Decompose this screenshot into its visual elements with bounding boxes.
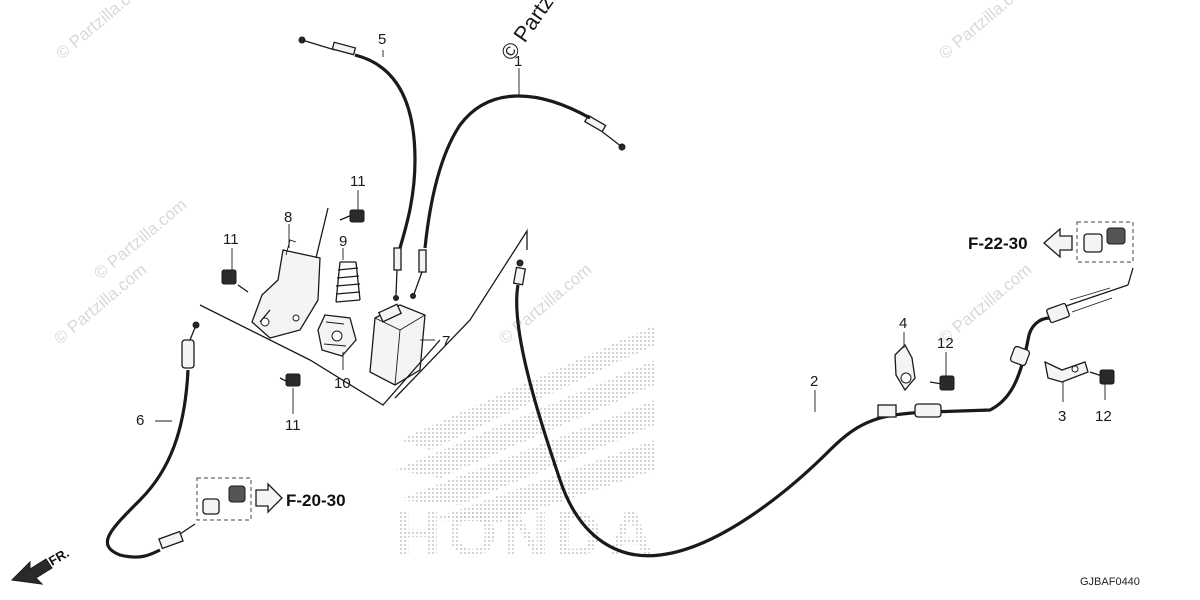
callout-11-top: 11 (350, 173, 366, 190)
assembly-outline (199, 207, 528, 406)
callout-1: 1 (514, 53, 522, 70)
cable-6 (106, 321, 200, 559)
callout-8: 8 (284, 209, 292, 226)
watermark-text: © Partzilla.com (935, 0, 1035, 63)
reference-f-20-30: F-20-30 (196, 477, 346, 521)
reference-label-right: F-22-30 (968, 234, 1028, 253)
reference-label-left: F-20-30 (286, 491, 346, 510)
front-arrow: FR. (10, 545, 72, 585)
honda-wing-logo: HONDA (395, 325, 660, 570)
spring-9 (335, 261, 361, 303)
callout-4: 4 (899, 315, 907, 332)
callout-3: 3 (1058, 408, 1066, 425)
watermark-text: © Partzilla.com (52, 0, 152, 63)
unit-7 (369, 303, 426, 386)
bolt-11-left (221, 269, 249, 293)
cable-2 (512, 259, 1129, 558)
callout-11-left: 11 (223, 231, 239, 248)
callout-10: 10 (334, 375, 351, 392)
bolt-12-right (1089, 369, 1115, 385)
cable-1 (410, 94, 626, 299)
callout-7: 7 (442, 333, 450, 350)
clip-4 (894, 343, 916, 392)
reference-f-22-30: F-22-30 (968, 221, 1134, 286)
bracket-8 (251, 239, 321, 339)
callout-2: 2 (810, 373, 818, 390)
leader-lines (155, 50, 1106, 422)
watermark-text: © Partzilla.com (495, 260, 595, 348)
callout-11-bottom: 11 (285, 417, 301, 434)
callout-9: 9 (339, 233, 347, 250)
bolt-11-bottom (279, 373, 301, 387)
bolt-11-top (339, 209, 365, 223)
lever-10 (317, 314, 357, 357)
diagram-code: GJBAF0440 (1080, 576, 1140, 588)
callouts: 1 2 3 4 5 6 7 8 9 10 11 11 11 12 12 (136, 31, 1112, 434)
bolt-12-left (929, 375, 955, 391)
cable-5 (298, 36, 417, 301)
bracket-3 (1044, 360, 1089, 383)
watermark-prominent: © Partzilla.com (496, 0, 602, 65)
callout-5: 5 (378, 31, 386, 48)
callout-12-left: 12 (937, 335, 954, 352)
honda-logo-text: HONDA (395, 498, 660, 570)
watermark-group: © Partzilla.com © Partzilla.com © Partzi… (50, 0, 1035, 348)
callout-12-right: 12 (1095, 408, 1112, 425)
callout-6: 6 (136, 412, 144, 429)
